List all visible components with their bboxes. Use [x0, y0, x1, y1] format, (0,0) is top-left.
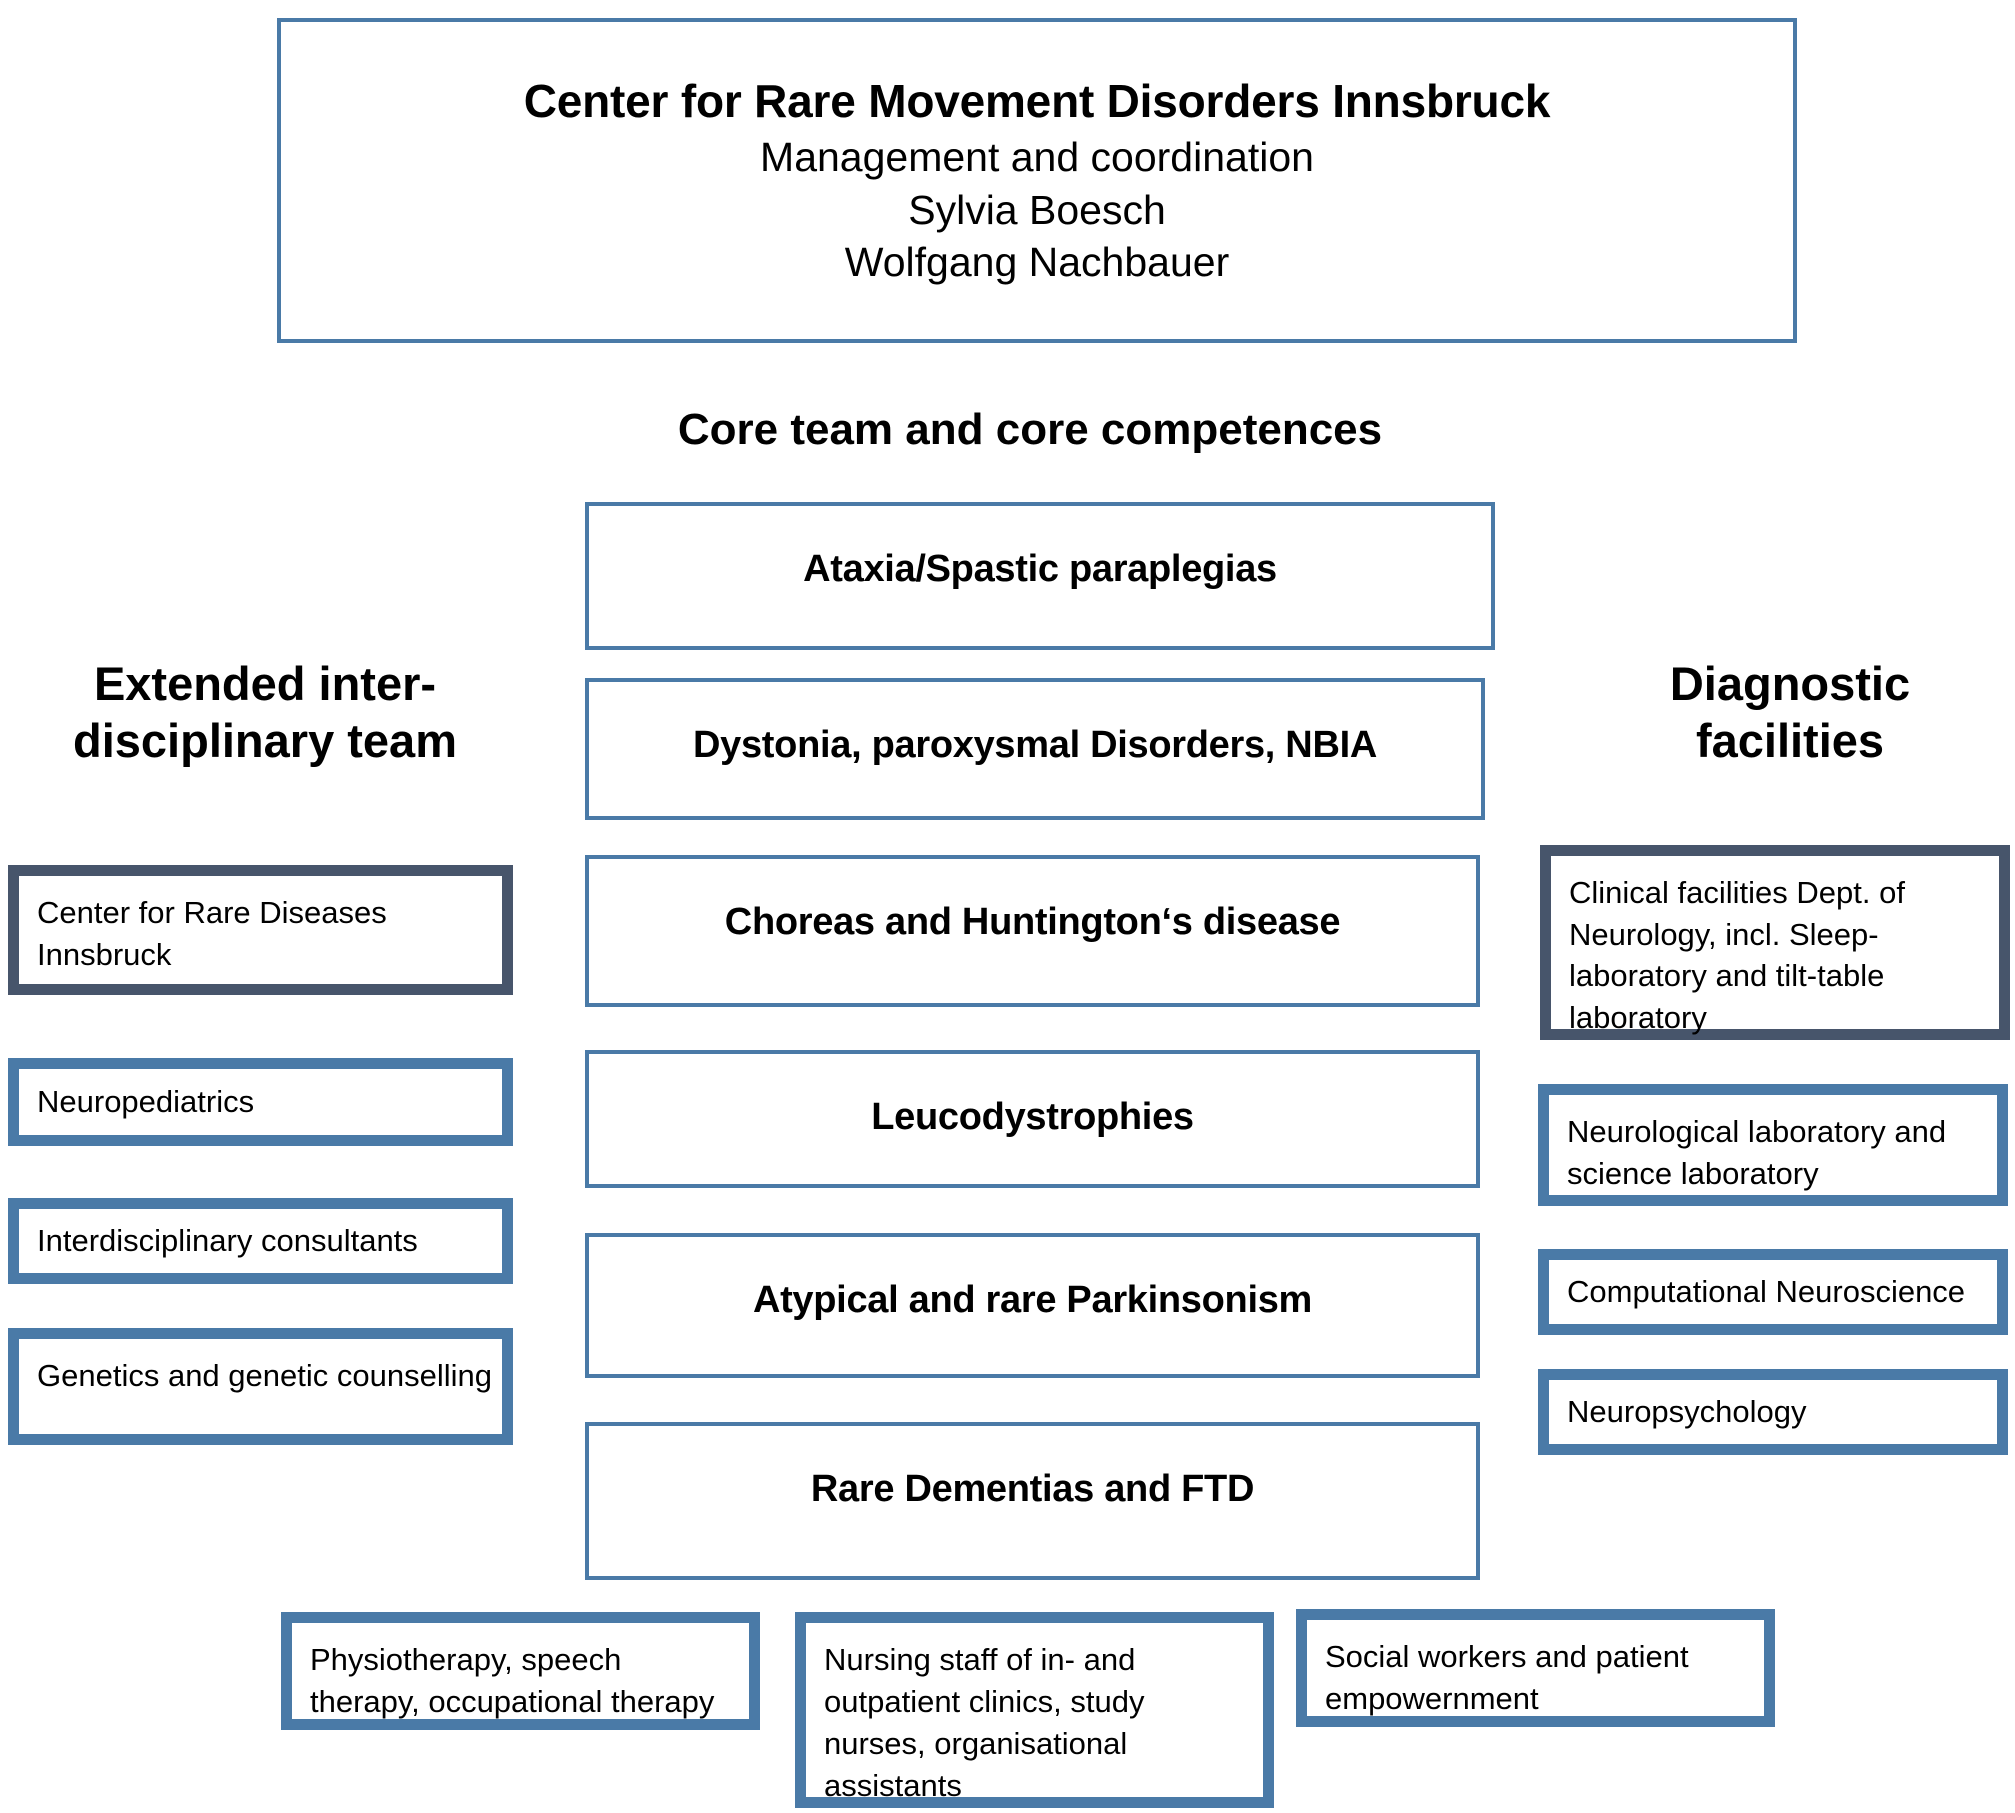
- extended-team-label: Neuropediatrics: [37, 1084, 255, 1120]
- core-competence-label: Dystonia, paroxysmal Disorders, NBIA: [693, 724, 1377, 766]
- diagnostic-facility-label: Computational Neuroscience: [1567, 1274, 1966, 1310]
- left-column-title-line2: disciplinary team: [73, 714, 457, 768]
- core-competence-label: Leucodystrophies: [871, 1096, 1194, 1138]
- support-label: Social workers and patient empowernment: [1325, 1639, 1689, 1717]
- right-column-title-line2: facilities: [1695, 714, 1885, 768]
- core-competence-label: Choreas and Huntington‘s disease: [724, 901, 1341, 943]
- core-team-section-label: Core team and core competences: [677, 405, 1383, 454]
- diagnostic-facility-label: Clinical facilities Dept. of Neurology, …: [1569, 875, 1905, 1035]
- diagnostic-facility-label: Neurological laboratory and science labo…: [1567, 1114, 1947, 1191]
- core-competence-label: Atypical and rare Parkinsonism: [752, 1279, 1313, 1321]
- core-competence-box-parkinsonism: Atypical and rare Parkinsonism: [585, 1233, 1480, 1378]
- core-competence-box-ataxia: Ataxia/Spastic paraplegias: [585, 502, 1495, 650]
- diagnostic-facility-box-neurological-laboratory: Neurological laboratory and science labo…: [1538, 1084, 2008, 1206]
- header-title: Center for Rare Movement Disorders Innsb…: [523, 75, 1551, 128]
- header-person-wolfgang-nachbauer: Wolfgang Nachbauer: [844, 239, 1230, 286]
- extended-team-label: Center for Rare Diseases Innsbruck: [37, 895, 387, 972]
- core-competence-box-dementias: Rare Dementias and FTD: [585, 1422, 1480, 1580]
- core-competence-box-leucodystrophies: Leucodystrophies: [585, 1050, 1480, 1188]
- extended-team-label: Genetics and genetic counselling: [37, 1358, 492, 1393]
- diagnostic-facility-box-computational-neuroscience: Computational Neuroscience: [1538, 1249, 2008, 1335]
- extended-team-label: Interdisciplinary consultants: [37, 1223, 418, 1259]
- core-competence-box-dystonia: Dystonia, paroxysmal Disorders, NBIA: [585, 678, 1485, 820]
- header-subtitle-management: Management and coordination: [760, 134, 1314, 181]
- right-column-title: Diagnostic facilities: [1570, 655, 2010, 770]
- core-competence-box-choreas: Choreas and Huntington‘s disease: [585, 855, 1480, 1007]
- extended-team-box-neuropediatrics: Neuropediatrics: [8, 1058, 513, 1146]
- left-column-title: Extended inter- disciplinary team: [20, 655, 510, 770]
- support-label: Physiotherapy, speech therapy, occupatio…: [310, 1642, 715, 1720]
- support-box-therapies: Physiotherapy, speech therapy, occupatio…: [281, 1612, 760, 1730]
- core-competence-label: Rare Dementias and FTD: [810, 1468, 1255, 1510]
- extended-team-box-genetics: Genetics and genetic counselling: [8, 1328, 513, 1445]
- extended-team-box-interdisciplinary-consultants: Interdisciplinary consultants: [8, 1198, 513, 1284]
- diagnostic-facility-box-clinical-facilities: Clinical facilities Dept. of Neurology, …: [1540, 845, 2010, 1040]
- core-competence-label: Ataxia/Spastic paraplegias: [803, 548, 1277, 590]
- diagnostic-facility-box-neuropsychology: Neuropsychology: [1538, 1369, 2008, 1455]
- right-column-title-line1: Diagnostic: [1669, 657, 1911, 710]
- left-column-title-line1: Extended inter-: [93, 657, 437, 710]
- diagnostic-facility-label: Neuropsychology: [1567, 1394, 1807, 1430]
- support-label: Nursing staff of in- and outpatient clin…: [824, 1642, 1145, 1804]
- support-box-nursing-staff: Nursing staff of in- and outpatient clin…: [795, 1612, 1274, 1808]
- header-text-block: Center for Rare Movement Disorders Innsb…: [281, 72, 1793, 288]
- extended-team-box-center-rare-diseases: Center for Rare Diseases Innsbruck: [8, 865, 513, 995]
- header-person-sylvia-boesch: Sylvia Boesch: [908, 186, 1166, 233]
- header-box: Center for Rare Movement Disorders Innsb…: [277, 18, 1797, 343]
- support-box-social-workers: Social workers and patient empowernment: [1296, 1609, 1775, 1727]
